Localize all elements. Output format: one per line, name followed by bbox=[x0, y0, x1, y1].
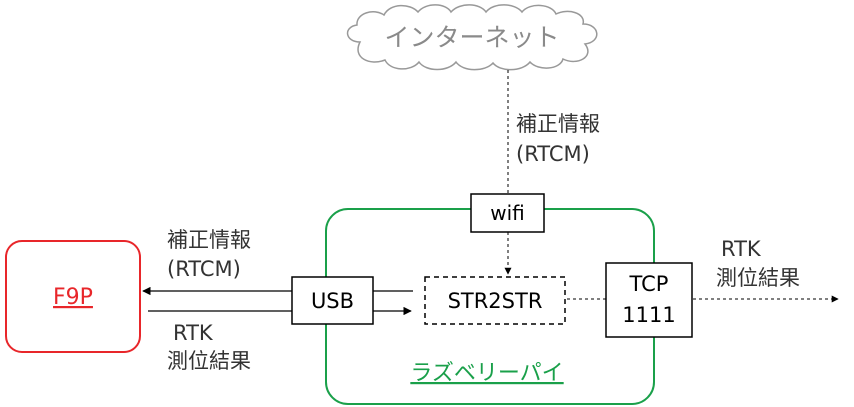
usb-port: USB bbox=[291, 276, 374, 325]
f9p-label: F9P bbox=[53, 285, 93, 310]
str2str-process: STR2STR bbox=[424, 276, 566, 325]
correction-top-line1: 補正情報 bbox=[516, 112, 600, 136]
correction-top-line2: (RTCM) bbox=[516, 142, 590, 166]
wifi-module: wifi bbox=[470, 193, 545, 233]
tcp-label-line1: TCP bbox=[629, 272, 669, 296]
usb-label: USB bbox=[311, 289, 354, 313]
correction-left-line1: 補正情報 bbox=[167, 228, 251, 252]
rtk-right-line2: 測位結果 bbox=[716, 266, 800, 290]
correction-left-line2: (RTCM) bbox=[167, 257, 241, 281]
tcp-port: TCP 1111 bbox=[605, 262, 693, 338]
rtk-right-line1: RTK bbox=[721, 237, 762, 261]
cloud-label: インターネット bbox=[384, 23, 559, 52]
rtk-left-line1: RTK bbox=[173, 321, 214, 345]
f9p-receiver: F9P bbox=[5, 240, 141, 353]
tcp-label-line2: 1111 bbox=[622, 303, 675, 327]
wifi-label: wifi bbox=[490, 201, 525, 225]
str2str-label: STR2STR bbox=[448, 289, 543, 313]
cloud-shape bbox=[346, 4, 598, 71]
internet-cloud: インターネット bbox=[346, 4, 598, 71]
rtk-left-line2: 測位結果 bbox=[167, 349, 251, 373]
raspberry-pi-label: ラズベリーパイ bbox=[410, 361, 563, 386]
